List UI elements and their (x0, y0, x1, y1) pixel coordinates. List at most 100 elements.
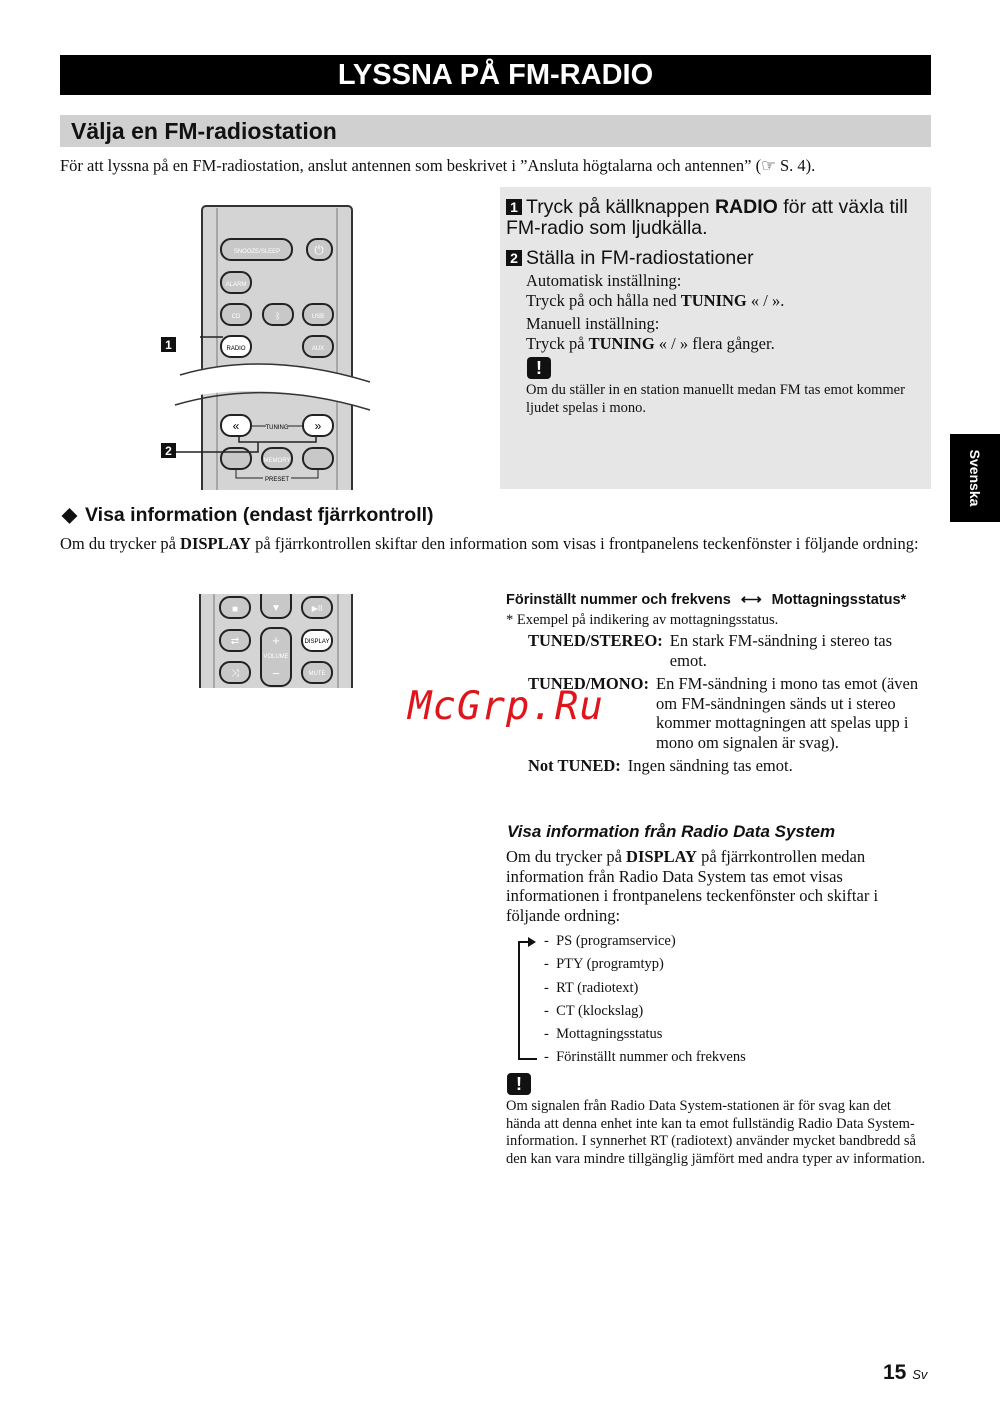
status-item: TUNED/STEREO: En stark FM-sändning i ster… (528, 631, 928, 670)
manual-pre: Tryck på (526, 334, 589, 353)
info-para-post: på fjärrkontrollen skiftar den informati… (250, 534, 919, 553)
info-heading-text: Visa information (endast fjärrkontroll) (85, 504, 434, 526)
rds-heading: Visa information från Radio Data System (507, 822, 836, 841)
volume-up-icon: + (272, 633, 280, 648)
manual-instruction: Tryck på TUNING « / » flera gånger. (526, 334, 784, 354)
rds-para-pre: Om du trycker på (506, 847, 627, 866)
step-2-title: Ställa in FM-radiostationer (526, 247, 754, 269)
radio-button: RADIO (226, 346, 245, 352)
warning-icon: ! (527, 357, 551, 379)
rds-note: Om signalen från Radio Data System-stati… (506, 1098, 926, 1167)
rds-order-list: - PS (programservice) - PTY (programtyp)… (544, 933, 746, 1073)
mute-button: MUTE (309, 671, 326, 677)
rds-item-text: PS (programservice) (556, 933, 676, 949)
repeat-icon: ⇄ (231, 636, 239, 647)
toggle-right: Mottagningsstatus* (771, 592, 907, 608)
page-language: Sv (912, 1367, 928, 1382)
step-1-text: Tryck på källknappen (526, 196, 715, 218)
tuning-label: TUNING (266, 425, 289, 431)
alarm-button: ALARM (226, 282, 247, 288)
remote-illustration-display: ■ ▼ ▶II ⇄ + VOLUME − ⤨ MUTE DISPLAY (199, 594, 353, 688)
page-number: 15 Sv (883, 1361, 927, 1385)
usb-button: USB (312, 314, 324, 320)
cycle-arrow-icon (518, 937, 537, 1060)
manual-bold: TUNING (588, 334, 655, 353)
info-para-pre: Om du trycker på (60, 534, 181, 553)
display-button: DISPLAY (305, 639, 330, 645)
auto-pre: Tryck på och hålla ned (526, 291, 681, 310)
callout-2: 2 (165, 444, 172, 458)
auto-post: « / ». (746, 291, 785, 310)
rds-item-text: PTY (programtyp) (556, 956, 664, 973)
double-arrow-icon: ⟷ (740, 592, 762, 608)
rds-list-item: - RT (radiotext) (544, 979, 639, 996)
watermark: McGrp.Ru (408, 684, 604, 729)
rds-item-text: CT (klockslag) (556, 1002, 644, 1019)
status-term: TUNED/MONO: (528, 674, 649, 693)
auto-instruction: Tryck på och hålla ned TUNING « / ». (526, 291, 784, 311)
rds-item-text: RT (radiotext) (556, 979, 639, 996)
status-term: Not TUNED: (528, 756, 621, 775)
manual-label: Manuell inställning: (526, 314, 660, 333)
tuning-up-icon: » (315, 419, 322, 433)
status-term: TUNED/STEREO: (528, 631, 663, 650)
cd-button: CD (232, 314, 241, 320)
rds-para-post: på fjärrkontrollen medan information frå… (506, 847, 879, 925)
shuffle-icon: ⤨ (231, 668, 239, 679)
bluetooth-icon: ᛒ (275, 311, 280, 321)
intro-text: För att lyssna på en FM-radiostation, an… (60, 156, 816, 175)
step-number-1: 1 (506, 199, 522, 215)
auto-label: Automatisk inställning: (526, 271, 682, 290)
status-desc: En stark FM-sändning i stereo tas emot. (669, 631, 893, 670)
preset-label: PRESET (265, 477, 289, 483)
status-item: TUNED/MONO: En FM-sändning i mono tas emo… (528, 674, 928, 752)
step-note: Om du ställer in en station manuellt med… (526, 382, 905, 416)
memory-button: MEMORY (264, 458, 291, 464)
rds-item-text: Mottagningsstatus (556, 1026, 663, 1043)
rds-item-text: Förinställt nummer och frekvens (556, 1049, 746, 1066)
step-1-radio-bold: RADIO (714, 196, 778, 218)
status-list: TUNED/STEREO: En stark FM-sändning i ster… (528, 631, 928, 776)
volume-down-icon: − (272, 666, 280, 681)
toggle-left: Förinställt nummer och frekvens (506, 592, 731, 608)
tuning-down-icon: « (233, 419, 240, 433)
language-tab: Svenska (950, 434, 1000, 522)
play-pause-icon: ▶II (312, 604, 323, 613)
status-desc: En FM-sändning i mono tas emot (även om … (656, 674, 919, 752)
warning-icon: ! (507, 1073, 531, 1095)
page-title: LYSSNA PÅ FM-RADIO (60, 55, 931, 95)
diamond-icon: ◆ (62, 504, 77, 526)
section-title: Välja en FM-radiostation (60, 115, 931, 147)
rds-list-item: - Förinställt nummer och frekvens (544, 1049, 746, 1066)
rds-list-item: - PS (programservice) (544, 933, 676, 949)
display-toggle-line: Förinställt nummer och frekvens ⟷ Mottag… (506, 592, 906, 608)
stop-icon: ■ (232, 604, 238, 615)
manual-post: « / » flera gånger. (654, 334, 775, 353)
rds-list-item: - Mottagningsstatus (544, 1026, 663, 1043)
auto-bold: TUNING (680, 291, 747, 310)
aux-button: AUX (312, 346, 324, 352)
snooze-sleep-button: SNOOZE/SLEEP (234, 249, 280, 255)
step-1-text-end: för att växla till FM-radio som ljudkäll… (506, 196, 908, 239)
rds-paragraph: Om du trycker på DISPLAY på fjärrkontrol… (506, 847, 916, 925)
footnote: * Exempel på indikering av mottagningsst… (506, 612, 779, 628)
info-heading: ◆ Visa information (endast fjärrkontroll) (62, 503, 434, 527)
remote-illustration-radio: SNOOZE/SLEEP ALARM CD USB AUX MEMORY ⏻ ᛒ… (161, 205, 371, 490)
down-icon: ▼ (271, 603, 281, 614)
status-desc: Ingen sändning tas emot. (627, 756, 793, 775)
page-number-value: 15 (883, 1361, 907, 1384)
rds-list-item: - PTY (programtyp) (544, 956, 664, 973)
step-2-body: Automatisk inställning: Tryck på och hål… (526, 271, 784, 354)
status-item: Not TUNED: Ingen sändning tas emot. (528, 756, 928, 776)
step-number-2: 2 (506, 250, 522, 266)
language-tab-label: Svenska (967, 449, 983, 507)
info-para-bold: DISPLAY (180, 534, 251, 553)
callout-1: 1 (165, 338, 172, 352)
rds-para-bold: DISPLAY (626, 847, 697, 866)
rds-list-item: - CT (klockslag) (544, 1002, 644, 1019)
volume-label: VOLUME (263, 654, 288, 660)
power-icon: ⏻ (314, 243, 324, 257)
